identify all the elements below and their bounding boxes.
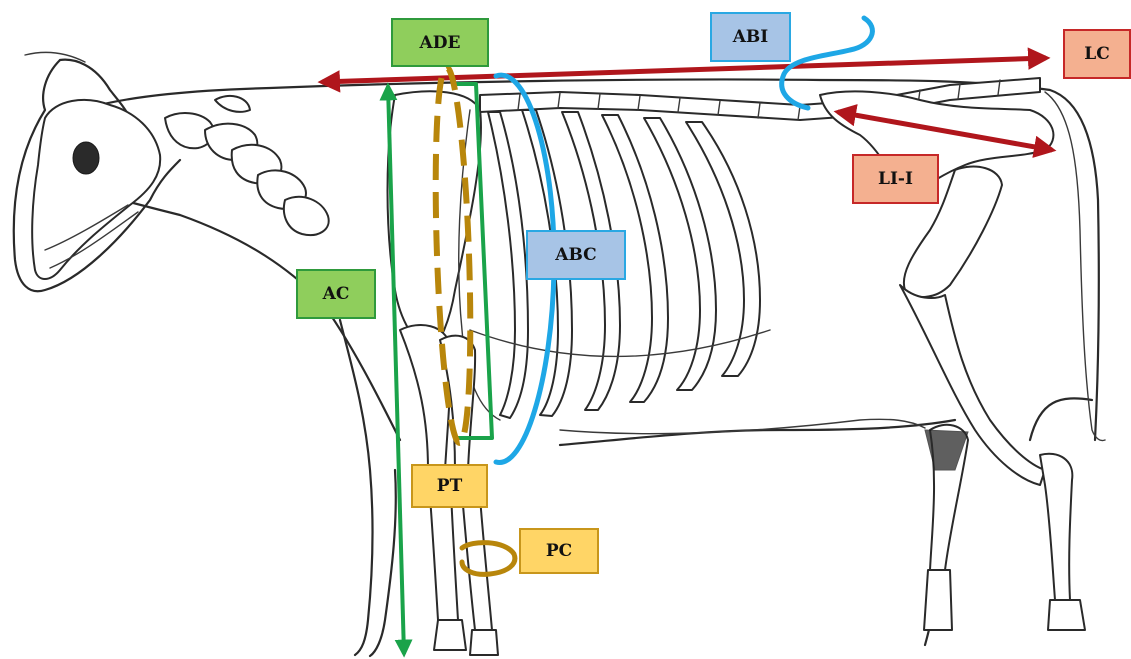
label-lc: LC: [1063, 29, 1131, 79]
label-ac: AC: [296, 269, 376, 319]
label-pc: PC: [519, 528, 599, 574]
cow-tail: [1045, 92, 1105, 441]
label-abi: ABI: [710, 12, 791, 62]
cow-belly: [560, 419, 925, 433]
label-li-i: LI-I: [852, 154, 939, 204]
cow-skull: [32, 100, 160, 279]
cow-neck-vertebrae: [165, 96, 329, 235]
cow-eye-socket: [73, 142, 99, 174]
cow-rear-near-leg: [924, 425, 968, 630]
label-abc: ABC: [526, 230, 626, 280]
label-ade: ADE: [391, 18, 489, 67]
label-pt: PT: [411, 464, 488, 508]
